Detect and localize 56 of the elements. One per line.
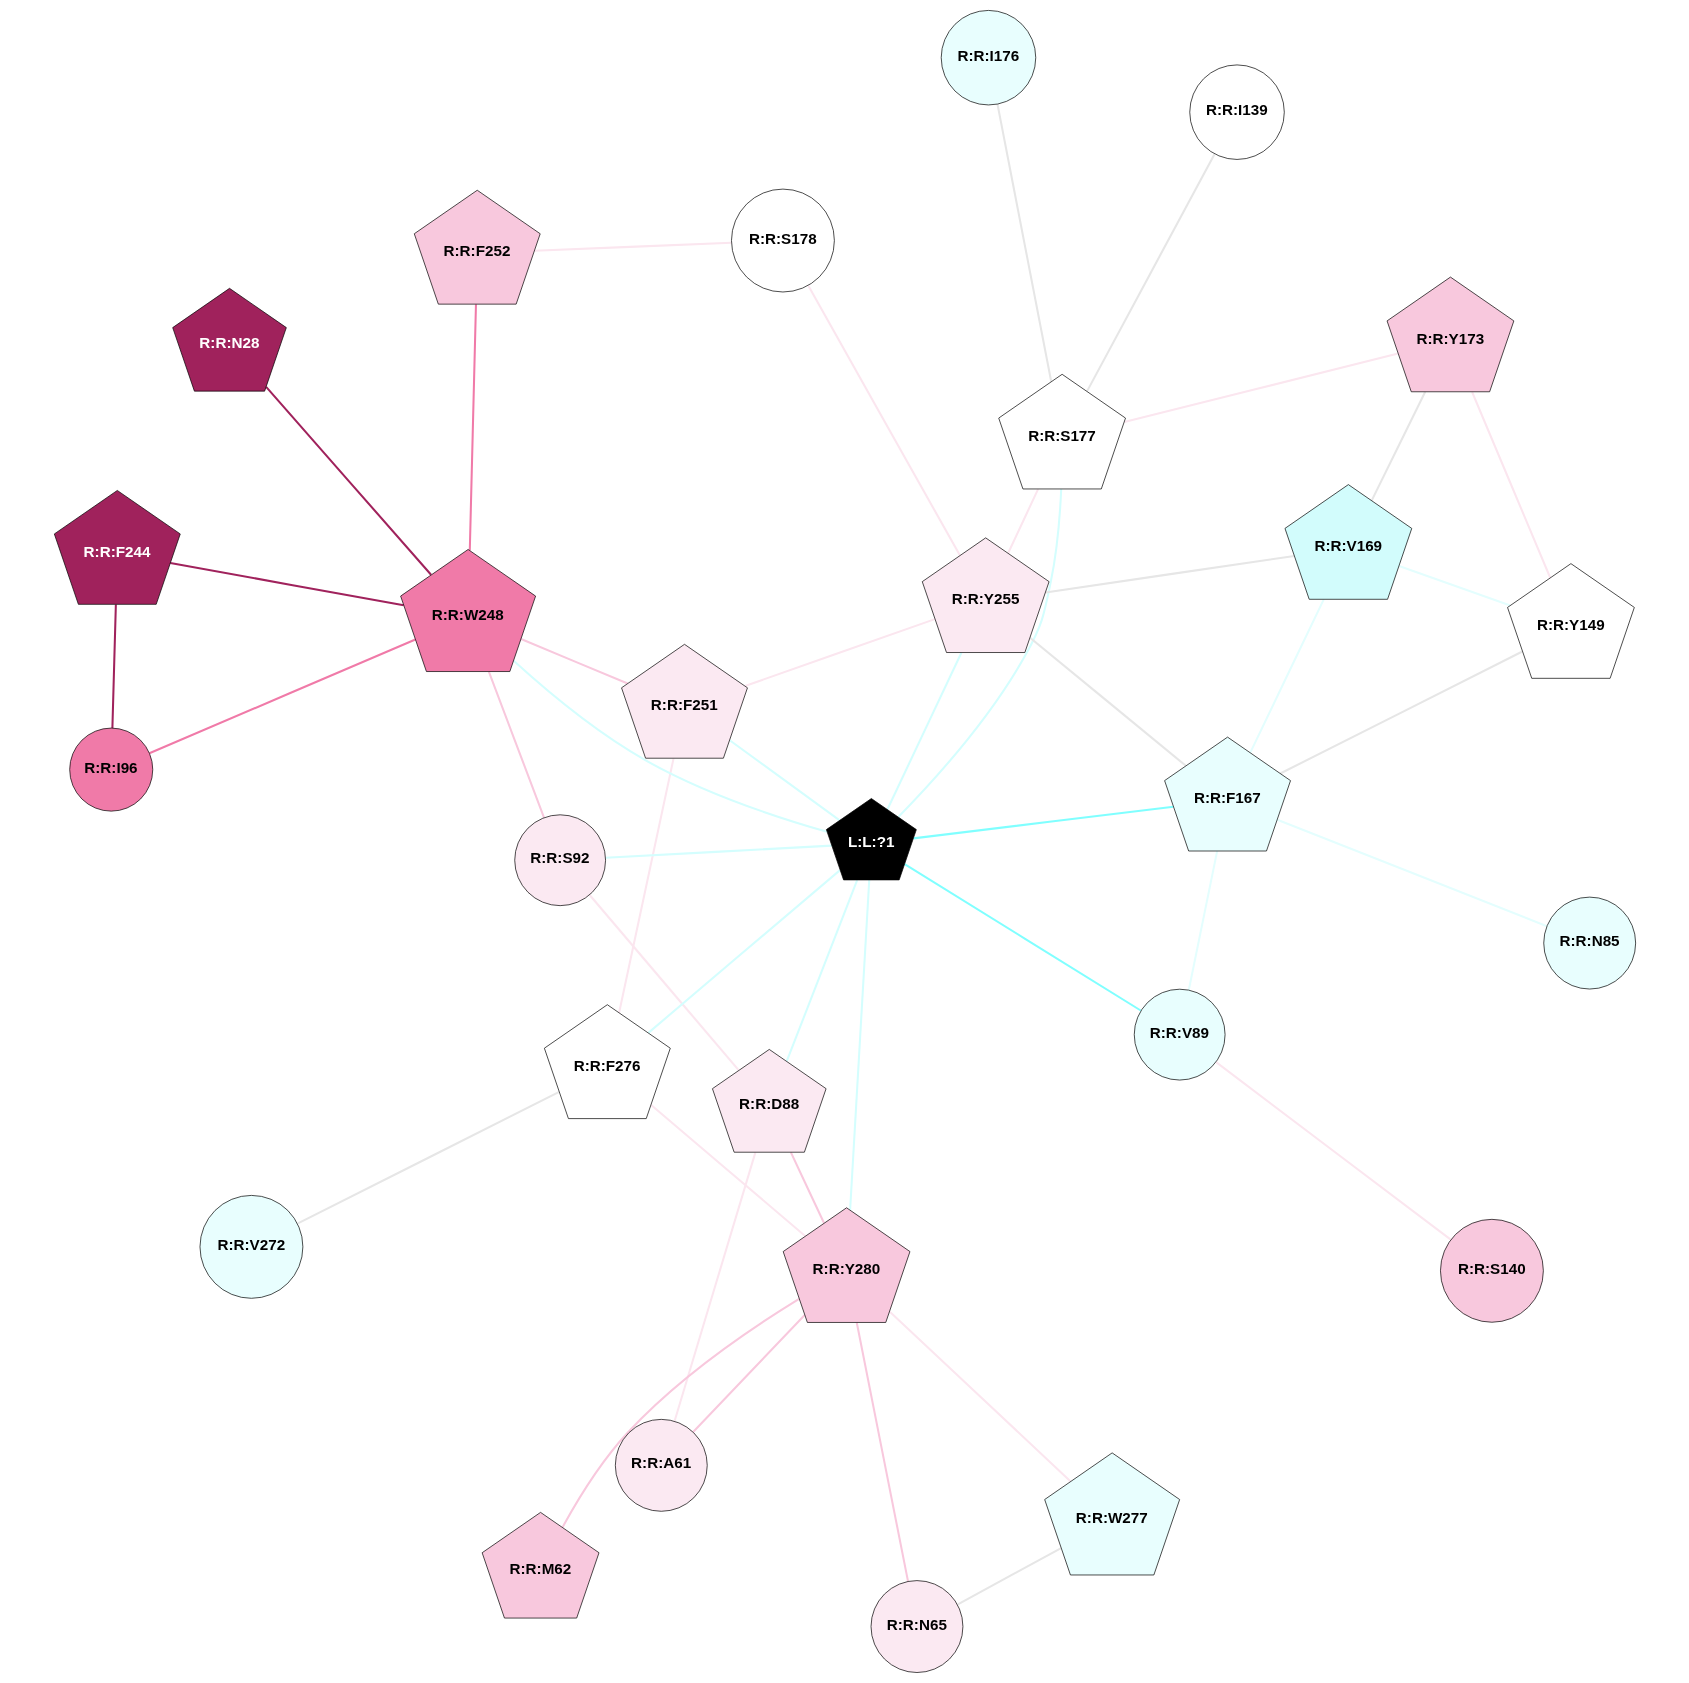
connector <box>885 652 962 810</box>
connector <box>617 758 675 1013</box>
connector <box>728 739 840 822</box>
connector <box>169 562 404 607</box>
node-circle: R:R:I139 <box>1188 64 1285 160</box>
node-circle: R:R:S92 <box>513 814 606 906</box>
node-circle: R:R:I96 <box>68 727 153 812</box>
connector <box>650 1104 806 1237</box>
connector <box>605 844 832 859</box>
connector <box>785 879 858 1062</box>
connector <box>1028 636 1187 767</box>
connector <box>888 1310 1071 1483</box>
connector <box>855 1322 909 1582</box>
node-circle: R:R:V272 <box>199 1195 303 1299</box>
connector <box>1006 488 1039 554</box>
connector <box>1276 818 1547 928</box>
node-circle: R:R:I176 <box>940 10 1036 106</box>
connector <box>1470 391 1551 579</box>
connector <box>673 1152 756 1422</box>
node-circle: R:R:S140 <box>1439 1219 1544 1323</box>
connector <box>148 638 416 755</box>
node-circle: R:R:V89 <box>1133 988 1225 1081</box>
connector <box>1248 598 1325 754</box>
connector <box>588 894 739 1071</box>
connector <box>520 638 628 685</box>
connector <box>1123 352 1398 424</box>
node-circle: R:R:N65 <box>870 1580 963 1673</box>
connector <box>468 304 477 551</box>
connector <box>1279 650 1523 775</box>
connector <box>647 869 841 1034</box>
connector <box>691 1314 805 1433</box>
connector <box>1398 565 1511 607</box>
connector <box>1370 391 1426 502</box>
connector <box>995 103 1052 382</box>
connector <box>806 285 961 557</box>
connector <box>1085 153 1215 392</box>
connector <box>1187 850 1218 991</box>
node-circle: R:R:N85 <box>1542 896 1636 990</box>
connector <box>110 604 117 729</box>
connector <box>848 879 870 1211</box>
connector <box>533 241 731 252</box>
connector <box>296 1091 560 1225</box>
connector <box>897 489 1062 818</box>
connector <box>903 863 1141 1012</box>
connector <box>956 1547 1062 1606</box>
connector <box>487 671 545 818</box>
node-circle: R:R:S178 <box>730 188 835 293</box>
connector <box>789 1151 825 1224</box>
connector <box>561 1297 800 1528</box>
node-circle: R:R:A61 <box>614 1419 708 1512</box>
connector <box>912 805 1173 840</box>
connector <box>1044 554 1294 594</box>
connector <box>1215 1061 1451 1241</box>
connector <box>264 386 432 576</box>
connector <box>512 660 827 833</box>
connector <box>744 618 935 687</box>
